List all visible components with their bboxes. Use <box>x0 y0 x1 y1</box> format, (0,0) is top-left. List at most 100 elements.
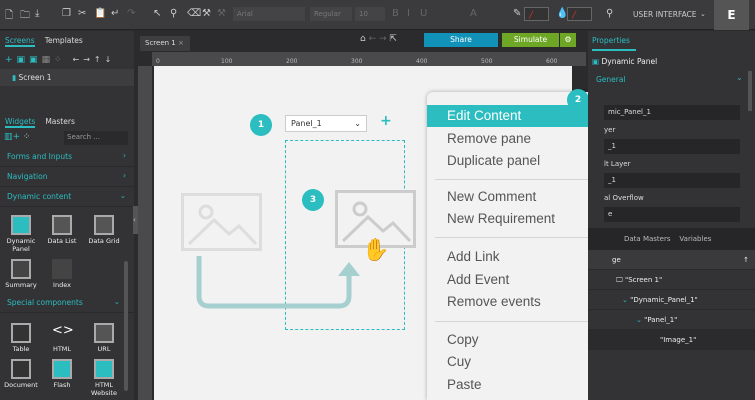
download-icon[interactable]: ⤓ <box>35 8 40 19</box>
panel-select[interactable]: Panel_1⌄ <box>285 115 367 132</box>
menu-remove-events[interactable]: Remove events <box>447 294 541 309</box>
properties-panel: Properties ▣ Dynamic Panel General ⌄ mic… <box>588 31 755 400</box>
widget-url[interactable]: URL <box>86 323 122 353</box>
category-dynamic[interactable]: Dynamic content⌄ <box>0 187 134 207</box>
screen-item[interactable]: ▮ Screen 1 <box>0 69 134 86</box>
widget-flash[interactable]: Flash <box>44 359 80 389</box>
underline-button[interactable]: U <box>420 8 428 19</box>
user-avatar[interactable]: E <box>714 0 749 30</box>
menu-add-event[interactable]: Add Event <box>447 272 510 287</box>
menu-copy[interactable]: Copy <box>447 332 479 347</box>
move-arrow-icon <box>196 256 360 309</box>
paste-icon[interactable]: 📋 <box>94 8 107 19</box>
tab-data-masters[interactable]: Data Masters <box>624 235 671 243</box>
menu-cut[interactable]: Cuy <box>447 354 472 369</box>
chevron-down-icon: ⌄ <box>354 119 361 128</box>
widget-library-icon[interactable]: ▥+ ⁘ <box>4 132 31 142</box>
add-panel-button[interactable]: + <box>380 113 392 129</box>
menu-new-requirement[interactable]: New Requirement <box>447 211 556 226</box>
format-painter-icon[interactable]: ⚒ <box>202 8 211 19</box>
share-button[interactable]: Share <box>424 33 498 47</box>
main-toolbar: 🗋 🗀 ⤓ ❐ ✂ 📋 ↵ ↷ ↖ ⚲ ⌫ ⚒ ⚒ Arial Regular … <box>0 0 755 30</box>
arrow-up-icon: ↑ <box>743 256 749 264</box>
layer-dynamic-panel-1[interactable]: ⌄ "Dynamic_Panel_1" <box>588 290 755 310</box>
default-layer-select[interactable]: _1 <box>604 173 740 188</box>
section-general[interactable]: General <box>596 75 626 84</box>
new-file-icon[interactable]: 🗋 <box>5 10 14 21</box>
menu-paste[interactable]: Paste <box>447 377 482 392</box>
pencil-icon[interactable]: ✎ <box>513 8 522 19</box>
chevron-down-icon: ⌄ <box>622 296 628 304</box>
widget-data-grid[interactable]: Data Grid <box>86 215 122 245</box>
font-style-select[interactable]: Regular <box>310 7 352 21</box>
cut-icon[interactable]: ✂ <box>78 8 87 19</box>
tab-widgets[interactable]: Widgets <box>5 117 36 128</box>
fill-color-select[interactable]: ╱ <box>567 7 592 21</box>
name-field[interactable]: mic_Panel_1 <box>604 105 740 120</box>
widgets-scrollbar[interactable] <box>124 261 128 391</box>
widget-html[interactable]: <>HTML <box>52 323 74 353</box>
step-badge-1: 1 <box>250 114 272 136</box>
widget-document[interactable]: Document <box>3 359 39 389</box>
widget-dynamic-panel[interactable]: Dynamic Panel <box>3 215 39 253</box>
widget-summary[interactable]: Summary <box>3 259 39 289</box>
redo-icon[interactable]: ↷ <box>127 8 136 19</box>
fill-drop-icon[interactable]: 💧 <box>556 8 569 19</box>
menu-remove-pane[interactable]: Remove pane <box>447 131 532 146</box>
properties-scrollbar[interactable] <box>748 71 752 111</box>
category-forms[interactable]: Forms and Inputs› <box>0 147 134 167</box>
style-icon[interactable]: ⚒ <box>217 8 226 19</box>
layer-image-1[interactable]: "Image_1" <box>588 330 755 350</box>
home-icon[interactable]: ⌂ ← → ⇱ <box>360 34 397 44</box>
widget-index[interactable]: Index <box>44 259 80 289</box>
widget-html-website[interactable]: HTML Website <box>86 359 122 397</box>
tab-templates[interactable]: Templates <box>44 36 83 45</box>
category-navigation[interactable]: Navigation› <box>0 167 134 187</box>
duplicate-icon[interactable]: ❐ <box>62 8 71 19</box>
font-color-button[interactable]: A <box>470 8 477 19</box>
italic-button[interactable]: I <box>407 8 410 19</box>
tab-screens[interactable]: Screens <box>5 36 35 47</box>
menu-new-comment[interactable]: New Comment <box>447 189 537 204</box>
menu-edit-content[interactable]: Edit Content <box>427 105 612 127</box>
zoom-icon[interactable]: ⚲ <box>170 8 178 19</box>
image-1[interactable] <box>335 190 416 248</box>
eraser-icon[interactable]: ⌫ <box>187 8 202 19</box>
collapse-left-handle[interactable]: ‹ <box>133 206 139 234</box>
chevron-down-icon[interactable]: ⌄ <box>736 73 743 82</box>
layer-panel-1[interactable]: ⌄ "Panel_1" <box>588 310 755 330</box>
category-special[interactable]: Special components⌄ <box>0 293 134 313</box>
undo-icon[interactable]: ↵ <box>111 8 120 19</box>
tab-properties[interactable]: Properties <box>592 36 636 51</box>
widget-data-list[interactable]: Data List <box>44 215 80 245</box>
left-sidebar: Screens Templates +▣▣▦⁘ ←→↑↓ ▮ Screen 1 … <box>0 31 134 400</box>
search-icon[interactable]: ⚲ <box>606 8 614 19</box>
page-icon: ▮ <box>12 73 17 82</box>
dynamic-panel-icon: ▣ <box>592 57 600 66</box>
open-folder-icon[interactable]: 🗀 <box>20 10 30 21</box>
stroke-color-select[interactable]: ╱ <box>524 7 549 21</box>
menu-add-link[interactable]: Add Link <box>447 249 500 264</box>
tab-screen-1[interactable]: Screen 1 × <box>140 36 190 51</box>
tab-masters[interactable]: Masters <box>45 117 75 126</box>
menu-duplicate-panel[interactable]: Duplicate panel <box>447 153 541 168</box>
gear-icon[interactable]: ⚙ <box>560 33 576 47</box>
chevron-down-icon[interactable]: ⌄ <box>700 10 706 18</box>
chevron-down-icon: ⌄ <box>636 316 642 324</box>
widget-table[interactable]: Table <box>3 323 39 353</box>
widget-search-input[interactable]: Search ... <box>64 131 128 145</box>
layer-label: yer <box>604 126 616 134</box>
font-size-select[interactable]: 10 <box>355 7 385 21</box>
layer-field[interactable]: _1 <box>604 139 740 154</box>
hand-cursor-icon: ✋ <box>362 238 390 263</box>
font-select[interactable]: Arial <box>233 7 305 21</box>
tab-variables[interactable]: Variables <box>679 235 712 243</box>
layer-screen-1[interactable]: 🖵 "Screen 1" <box>588 270 755 290</box>
overflow-select[interactable]: e <box>604 207 740 222</box>
vertical-ruler <box>138 66 152 400</box>
select-icon[interactable]: ↖ <box>153 8 162 19</box>
bold-button[interactable]: B <box>392 8 399 19</box>
mode-select[interactable]: USER INTERFACE <box>633 10 697 19</box>
screens-toolbar[interactable]: +▣▣▦⁘ ←→↑↓ <box>5 55 116 65</box>
simulate-button[interactable]: Simulate <box>502 33 559 47</box>
